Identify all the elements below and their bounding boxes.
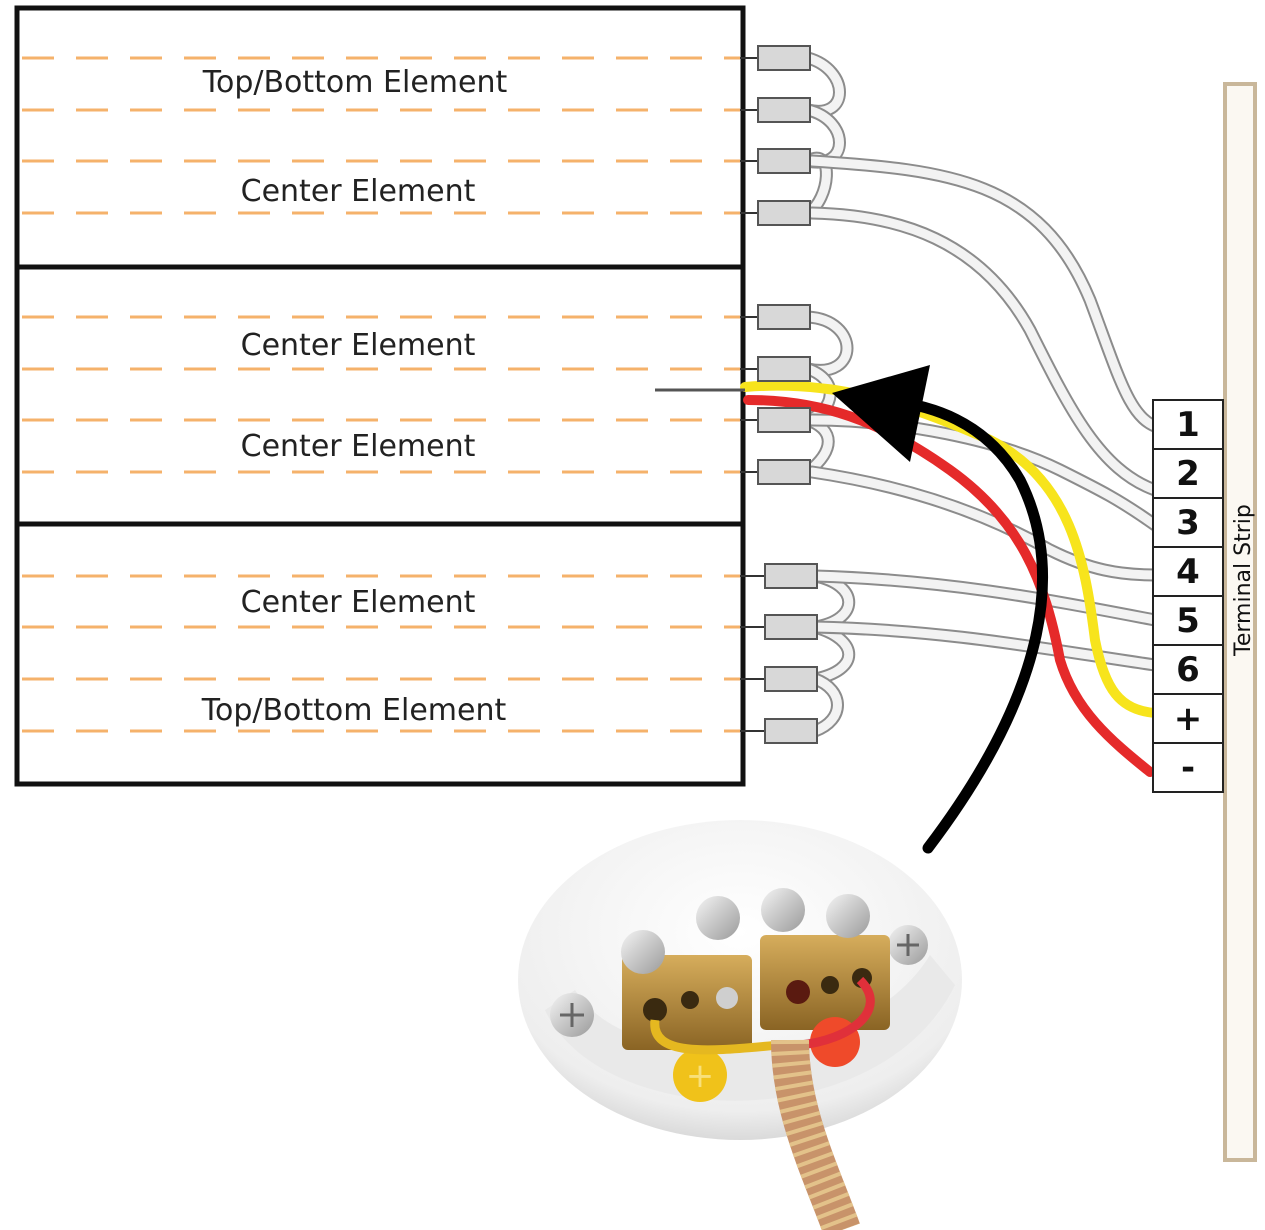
clamp-screw-icon — [621, 930, 665, 974]
element-connector — [764, 666, 818, 692]
jumper-wire — [807, 467, 1160, 580]
panel-3-label-1: Center Element — [241, 585, 476, 620]
terminal-cell — [1152, 693, 1224, 744]
terminal-3-label: 3 — [1176, 503, 1200, 543]
element-connectors — [740, 45, 818, 744]
element-connector — [757, 148, 811, 174]
terminal-4-label: 4 — [1176, 552, 1200, 592]
jumper-wire — [810, 571, 1160, 625]
terminal-2-label: 2 — [1176, 454, 1200, 494]
clamp-screw-icon — [826, 894, 870, 938]
svg-text:+: + — [686, 1056, 715, 1096]
terminal-cell — [1152, 644, 1224, 695]
terminal-cell — [1152, 546, 1224, 597]
panel-2-label-1: Center Element — [241, 328, 476, 363]
element-connector — [757, 459, 811, 485]
element-connector — [757, 356, 811, 382]
terminal-5-label: 5 — [1176, 601, 1200, 641]
terminal-7-label: + — [1174, 699, 1203, 739]
element-connector — [764, 718, 818, 744]
element-connector — [757, 304, 811, 330]
terminal-block: 1 2 3 4 5 6 + - — [1152, 399, 1224, 793]
element-connector — [757, 407, 811, 433]
panel-1-label-1: Top/Bottom Element — [202, 65, 508, 100]
panel-3-label-2: Top/Bottom Element — [201, 693, 507, 728]
panel-2-label-2: Center Element — [241, 429, 476, 464]
element-connector — [757, 45, 811, 71]
panel-frames — [14, 5, 746, 787]
terminal-8-label: - — [1181, 748, 1195, 788]
clamp-screw-icon — [696, 896, 740, 940]
terminal-strip-rail — [1223, 82, 1257, 1162]
element-connector — [764, 563, 818, 589]
negative-wire-red — [743, 395, 1155, 777]
jumper-wire — [810, 674, 842, 736]
clamp-screw-icon — [761, 888, 805, 932]
element-dashed-lines — [22, 56, 740, 733]
terminal-1-label: 1 — [1176, 405, 1200, 445]
arrowhead-icon — [832, 365, 930, 462]
jumper-wire — [807, 156, 1165, 433]
terminal-cell — [1152, 497, 1224, 548]
terminal-strip-label: Terminal Strip — [1231, 504, 1256, 657]
terminal-cell — [1152, 399, 1224, 450]
jumper-wire — [810, 622, 1160, 670]
terminal-cell — [1152, 742, 1224, 793]
element-connector — [757, 200, 811, 226]
terminal-cell — [1152, 448, 1224, 499]
outer-frame — [14, 5, 746, 787]
element-connector — [757, 97, 811, 123]
thermocouple-connector-photo: + — [518, 820, 962, 1230]
element-connector — [764, 614, 818, 640]
element-labels: Top/Bottom Element Center Element Center… — [201, 65, 508, 728]
terminal-6-label: 6 — [1176, 650, 1200, 690]
jumper-wire — [807, 208, 1160, 495]
positive-marking-icon — [673, 1048, 727, 1102]
panel-1-label-2: Center Element — [241, 174, 476, 209]
terminal-cell — [1152, 595, 1224, 646]
curved-arrow-icon — [832, 365, 1048, 854]
